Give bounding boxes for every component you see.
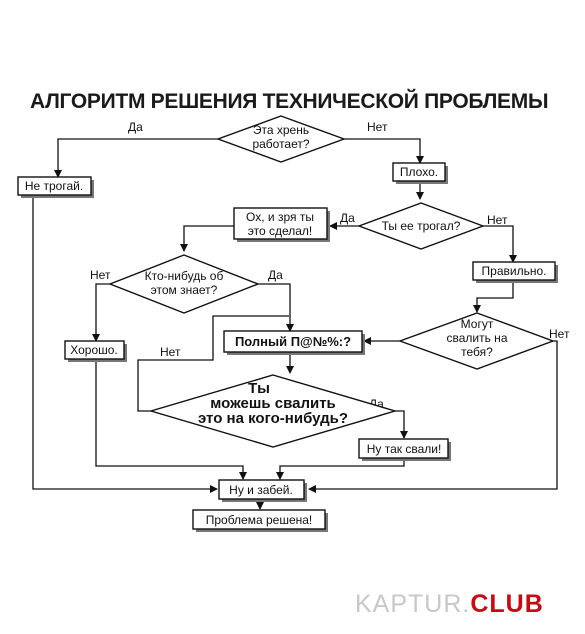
decision-blame-someone: Ты можешь свалить это на кого-нибудь? [148,374,398,448]
box-forget: Ну и забей. [218,479,307,502]
box-full: Полный П@№%:? [223,330,365,355]
box-oh-no-line2: это сделал! [248,224,313,238]
decision-touched: Ты ее трогал? [356,202,486,250]
edge-blamesomeone-yes [395,410,408,439]
box-bad-label: Плохо. [400,165,438,179]
box-full-label: Полный П@№%:? [235,334,351,349]
box-oh-no: Ох, и зря ты это сделал! [233,207,330,242]
edge-works-no [344,138,424,164]
diagram-title: АЛГОРИТМ РЕШЕНИЯ ТЕХНИЧЕСКОЙ ПРОБЛЕМЫ [30,89,548,113]
decision-anyone-knows-line1: Кто-нибудь об [145,269,224,283]
edge-oh-knows [180,225,236,252]
decision-blame-someone-line1: Ты [248,380,270,397]
decision-blame-someone-line2: можешь свалить [210,395,336,412]
decision-can-blame-line3: тебя? [461,345,493,359]
edge-touched-no [483,225,517,263]
watermark-part1: KAPTUR. [355,590,470,618]
box-so-blame: Ну так свали! [358,438,451,461]
box-solved-label: Проблема решена! [206,513,313,527]
edge-label-yes: Да [128,120,143,134]
watermark-text: KAPTUR.CLUB [355,590,544,618]
decision-works: Эта хрень работает? [215,115,347,163]
decision-can-blame-line1: Могут [461,317,494,331]
box-so-blame-label: Ну так свали! [367,442,442,456]
box-oh-no-line1: Ох, и зря ты [246,210,314,224]
box-good: Хорошо. [64,340,127,362]
edge-knows-no [92,283,110,342]
decision-blame-someone-line3: это на кого-нибудь? [198,410,348,427]
box-correct: Правильно. [472,261,558,283]
edge-soblame-forget [276,460,405,480]
decision-can-blame-line2: свалить на [446,331,507,345]
box-solved: Проблема решена! [192,509,328,532]
box-dont-touch-label: Не трогай. [25,179,83,193]
box-forget-label: Ну и забей. [229,483,293,497]
edge-label-no: Нет [90,268,111,282]
decision-touched-label: Ты ее трогал? [382,219,461,233]
edge-blamesomeone-no [137,315,289,412]
decision-works-line2: работает? [252,137,309,151]
edge-label-no: Нет [549,327,570,341]
decision-anyone-knows-line2: этом знает? [151,283,218,297]
edge-good-forget [95,361,247,480]
box-bad: Плохо. [392,162,448,184]
watermark: KAPTUR.CLUB [355,590,544,618]
box-correct-label: Правильно. [482,264,547,278]
decision-can-blame: Могут свалить на тебя? [397,312,556,370]
edge-label-no: Нет [367,120,388,134]
box-dont-touch: Не трогай. [17,176,94,198]
edge-label-no: Нет [160,345,181,359]
edge-works-yes [54,138,218,178]
watermark-part2: CLUB [470,590,543,618]
edge-knows-yes [258,283,294,332]
decision-works-line1: Эта хрень [253,123,309,137]
edge-label-yes: Да [340,211,355,225]
edge-donttouch-forget [32,197,218,493]
edge-label-no: Нет [487,213,508,227]
edge-label-yes: Да [268,268,283,282]
edge-correct-canblame [473,280,514,313]
decision-anyone-knows: Кто-нибудь об этом знает? [108,254,260,314]
box-good-label: Хорошо. [70,343,118,357]
